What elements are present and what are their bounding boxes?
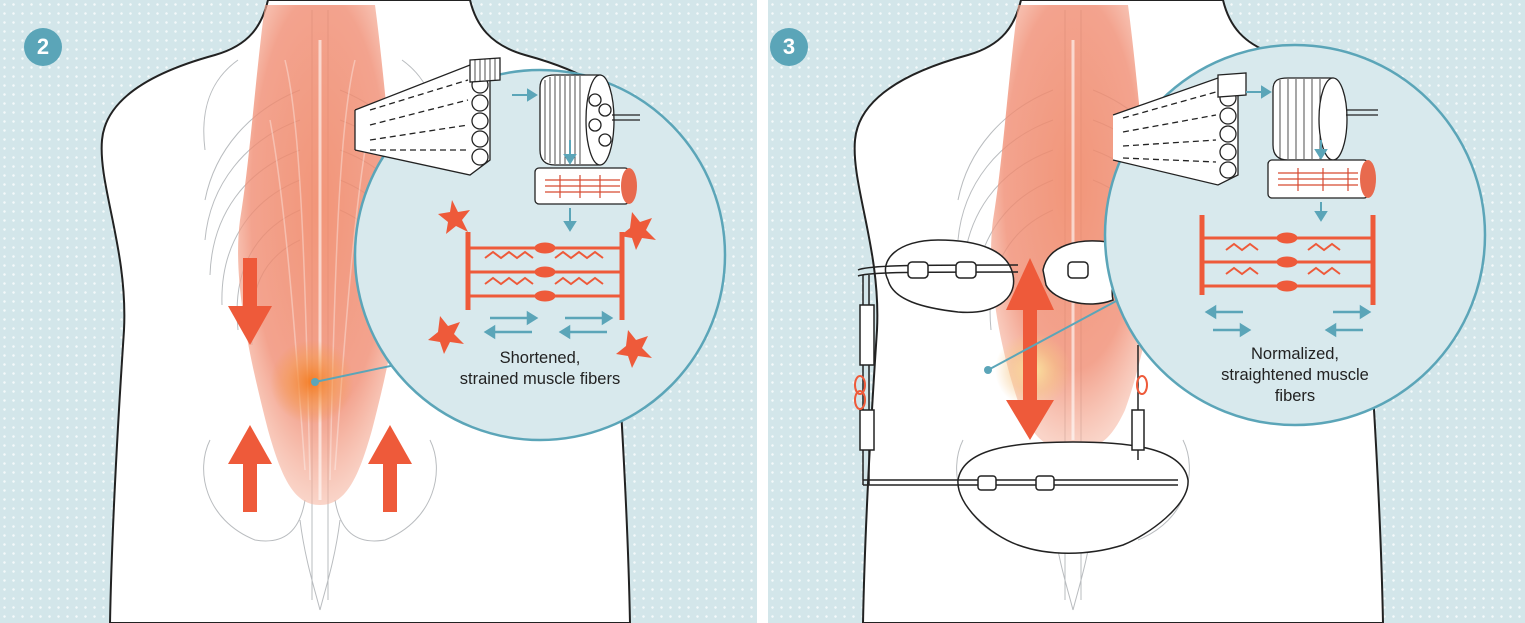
panel-divider [757,0,768,623]
caption-line: fibers [1200,386,1390,407]
caption-line: straightened muscle [1200,365,1390,386]
panel-step-3: 3 Normalized, straightened muscle fibers [768,0,1525,623]
caption-line: Shortened, [440,348,640,369]
panel-2-illustration [0,0,757,623]
caption-shortened-fibers: Shortened, strained muscle fibers [440,348,640,390]
caption-line: Normalized, [1200,344,1390,365]
caption-normalized-fibers: Normalized, straightened muscle fibers [1200,344,1390,407]
arrow-down-left-shaft [243,258,257,310]
panel-3-illustration [768,0,1525,623]
myofibril-diagram [1268,160,1376,198]
caption-line: strained muscle fibers [440,369,640,390]
step-number-badge: 2 [24,28,62,66]
arrow-up-right-shaft [383,460,397,512]
step-number-badge: 3 [770,28,808,66]
panel-step-2: 2 Shortened, strained muscle fibers [0,0,757,623]
myofibril-diagram [535,168,637,204]
arrow-up-left-shaft [243,460,257,512]
